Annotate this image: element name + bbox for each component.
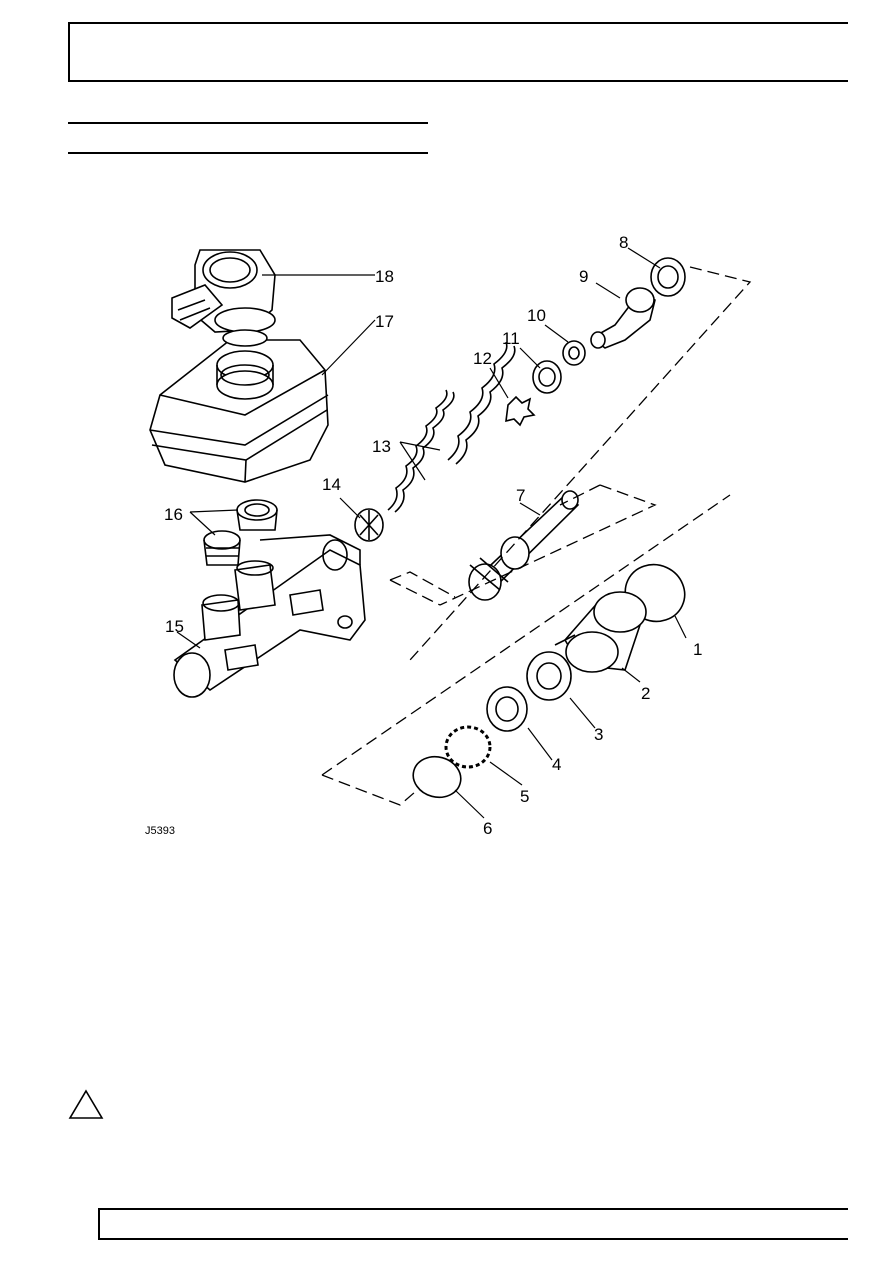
footer-box bbox=[98, 1208, 848, 1240]
group-line-upper bbox=[409, 266, 752, 661]
callout-8: 8 bbox=[619, 233, 628, 252]
seal-11 bbox=[532, 360, 562, 394]
callout-1: 1 bbox=[693, 640, 702, 659]
callout-13: 13 bbox=[372, 437, 391, 456]
piston-9 bbox=[590, 287, 656, 349]
leader-lines bbox=[176, 247, 687, 819]
callout-17: 17 bbox=[375, 312, 394, 331]
callout-18: 18 bbox=[375, 267, 394, 286]
title-rule-top bbox=[68, 122, 428, 124]
warning-triangle-icon bbox=[68, 1088, 104, 1120]
exploded-diagram: 1 2 3 4 5 6 7 8 9 10 11 12 13 14 15 16 1… bbox=[0, 220, 893, 850]
reservoir-seals bbox=[203, 499, 278, 566]
piston-assembly-7 bbox=[468, 490, 580, 601]
callout-6: 6 bbox=[483, 819, 492, 838]
callout-12: 12 bbox=[473, 349, 492, 368]
callout-15: 15 bbox=[165, 617, 184, 636]
circlip-5 bbox=[444, 725, 492, 769]
reservoir bbox=[149, 339, 329, 483]
reservoir-cap bbox=[171, 249, 276, 347]
callout-10: 10 bbox=[527, 306, 546, 325]
callout-2: 2 bbox=[641, 684, 650, 703]
seal-8 bbox=[650, 257, 686, 297]
washer-10 bbox=[562, 340, 586, 366]
seal-3 bbox=[526, 651, 572, 701]
seal-4 bbox=[486, 686, 528, 732]
sleeve-2 bbox=[554, 591, 647, 673]
callout-3: 3 bbox=[594, 725, 603, 744]
cylinder-body bbox=[173, 534, 366, 698]
valve-part bbox=[354, 508, 384, 542]
callout-11: 11 bbox=[502, 329, 520, 348]
figure-reference: J5393 bbox=[145, 825, 175, 837]
title-rule-bottom bbox=[68, 152, 428, 154]
group-line-lower bbox=[321, 494, 731, 806]
callout-5: 5 bbox=[520, 787, 529, 806]
callout-4: 4 bbox=[552, 755, 561, 774]
springs bbox=[387, 341, 516, 513]
o-ring-6 bbox=[412, 755, 462, 799]
group-line-middle bbox=[389, 484, 657, 606]
callout-14: 14 bbox=[322, 475, 341, 494]
retainer bbox=[505, 395, 536, 427]
header-box bbox=[68, 22, 848, 82]
callout-16: 16 bbox=[164, 505, 183, 524]
callout-7: 7 bbox=[516, 486, 525, 505]
callout-9: 9 bbox=[579, 267, 588, 286]
callout-labels: 1 2 3 4 5 6 7 8 9 10 11 12 13 14 15 16 1… bbox=[145, 233, 702, 838]
master-cylinder-exploded-view: 1 2 3 4 5 6 7 8 9 10 11 12 13 14 15 16 1… bbox=[145, 233, 752, 838]
